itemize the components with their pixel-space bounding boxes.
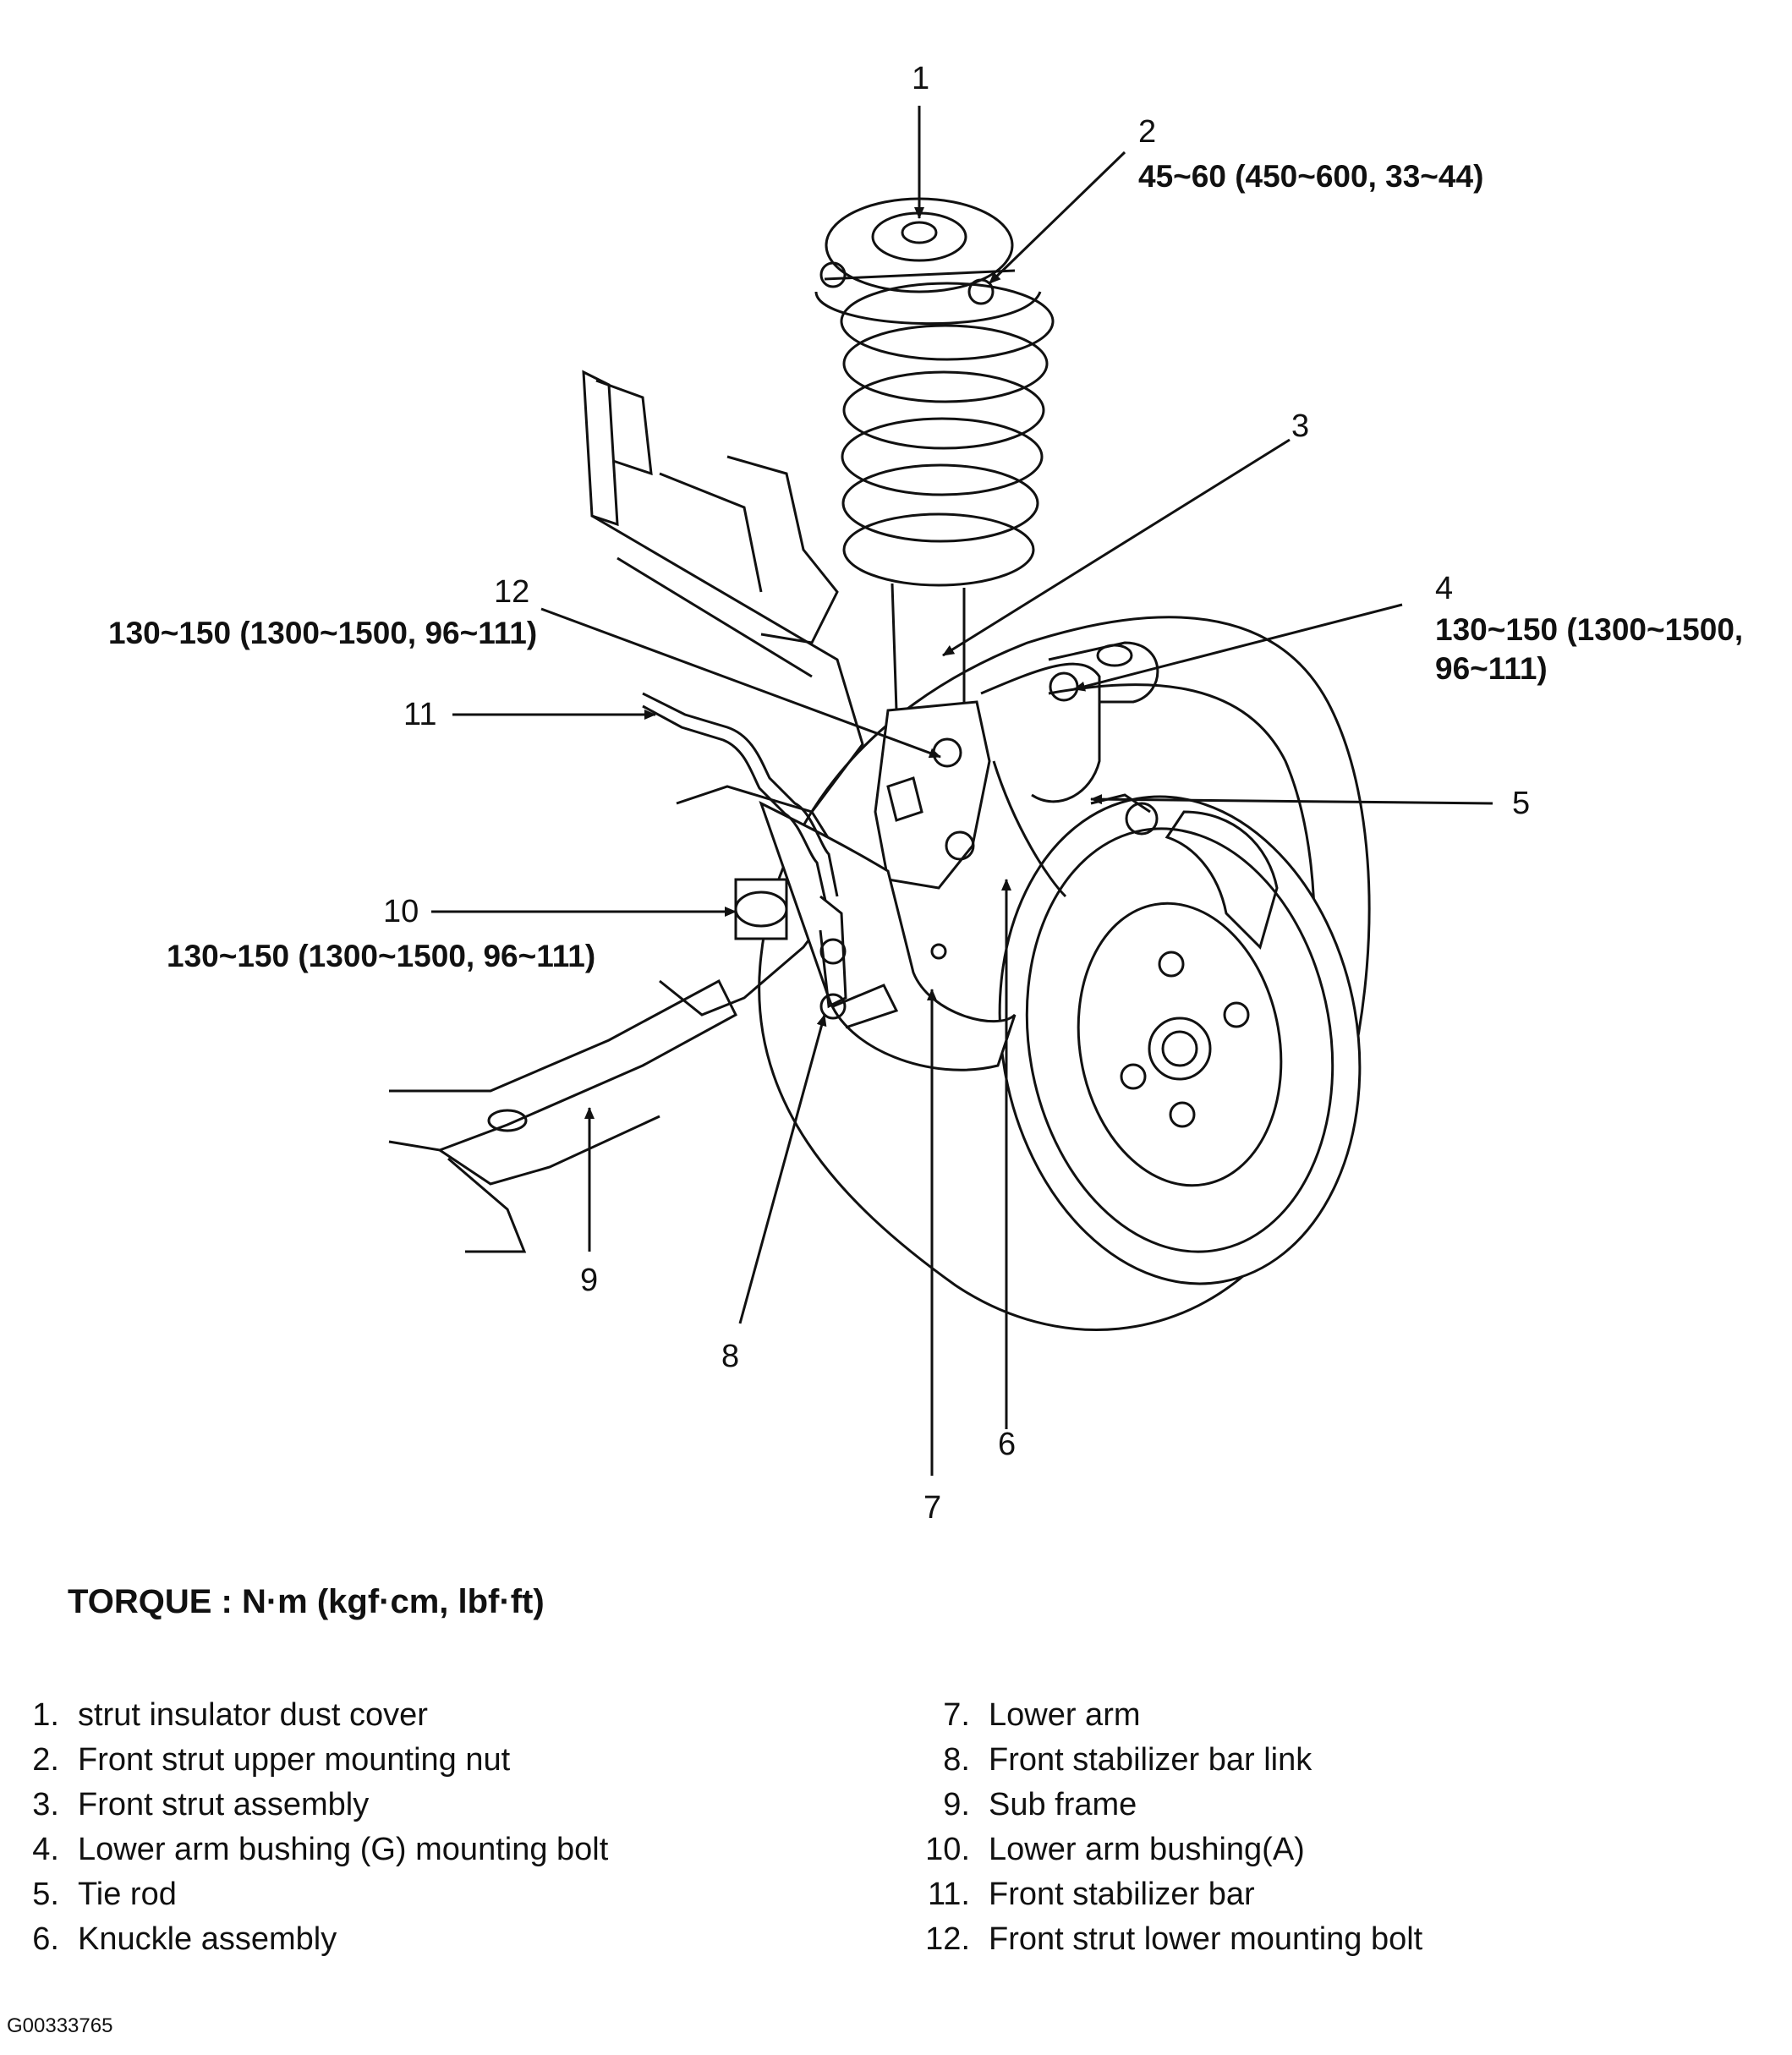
legend-label: Lower arm bushing(A) (989, 1832, 1305, 1867)
knuckle-lower-arm (759, 641, 1159, 1071)
callout-4: 4 (1435, 571, 1454, 606)
legend-label: Lower arm bushing (G) mounting bolt (78, 1832, 609, 1867)
legend-item: 4. Lower arm bushing (G) mounting bolt (0, 1828, 608, 1872)
legend-label: Knuckle assembly (78, 1921, 337, 1957)
legend-item: 8. Front stabilizer bar link (907, 1738, 1422, 1783)
legend-label: Sub frame (989, 1787, 1137, 1822)
legend-left: 1. strut insulator dust cover 2. Front str… (0, 1693, 608, 1962)
legend-label: Front strut lower mounting bolt (989, 1921, 1423, 1957)
legend-number: 7. (943, 1697, 970, 1733)
legend-number: 3. (32, 1787, 59, 1822)
legend-item: 1. strut insulator dust cover (0, 1693, 608, 1738)
callout-12: 12 (494, 574, 530, 610)
legend-item: 7. Lower arm (907, 1693, 1422, 1738)
callout-2: 2 (1138, 114, 1157, 150)
callout-6: 6 (998, 1427, 1017, 1462)
leader-4 (1073, 603, 1403, 692)
torque-spec-12: 130~150 (1300~1500, 96~111) (108, 616, 538, 650)
legend-number: 8. (943, 1742, 970, 1778)
callout-5: 5 (1512, 786, 1531, 821)
torque-spec-2: 45~60 (450~600, 33~44) (1138, 159, 1484, 194)
legend-number: 1. (32, 1697, 59, 1733)
leader-5 (1090, 794, 1493, 805)
figure-id: G00333765 (7, 2014, 113, 2037)
callout-7: 7 (923, 1490, 942, 1526)
legend-number: 10. (925, 1832, 970, 1867)
callout-3: 3 (1291, 408, 1310, 444)
legend-label: Front strut assembly (78, 1787, 370, 1822)
legend-label: Lower arm (989, 1697, 1141, 1733)
sub-frame (388, 370, 864, 1253)
legend-label: Front stabilizer bar (989, 1877, 1255, 1912)
torque-spec-4: 130~150 (1300~1500, 96~111) (1435, 612, 1744, 686)
legend-number: 5. (32, 1877, 59, 1912)
legend-number: 6. (32, 1921, 59, 1957)
legend-item: 11. Front stabilizer bar (907, 1872, 1422, 1917)
legend-label: Front strut upper mounting nut (78, 1742, 511, 1778)
legend-right: 7.Lower arm 8.Front stabilizer bar link … (907, 1693, 1422, 1962)
callout-9: 9 (580, 1263, 599, 1298)
legend-item: 9. Sub frame (907, 1783, 1422, 1828)
legend-label: Front stabilizer bar link (989, 1742, 1312, 1778)
stabilizer-bar (642, 692, 899, 1029)
legend-number: 2. (32, 1742, 59, 1778)
legend-item: 3. Front strut assembly (0, 1783, 608, 1828)
legend-number: 9. (943, 1787, 970, 1822)
leader-8 (738, 1014, 827, 1324)
leader-2 (988, 151, 1126, 285)
legend-item: 12. Front strut lower mounting bolt (907, 1917, 1422, 1962)
legend-item: 6. Knuckle assembly (0, 1917, 608, 1962)
legend-item: 5. Tie rod (0, 1872, 608, 1917)
legend-number: 11. (927, 1877, 970, 1912)
strut-assembly (814, 197, 1055, 890)
legend-item: 10. Lower arm bushing(A) (907, 1828, 1422, 1872)
callout-1: 1 (912, 61, 930, 96)
callout-11: 11 (403, 697, 437, 732)
torque-unit-heading: TORQUE : N·m (kgf·cm, lbf·ft) (68, 1583, 545, 1620)
legend-label: strut insulator dust cover (78, 1697, 428, 1733)
legend-number: 4. (32, 1832, 59, 1867)
legend-number: 12. (925, 1921, 970, 1957)
leader-3 (942, 438, 1291, 657)
legend-item: 2. Front strut upper mounting nut (0, 1738, 608, 1783)
torque-spec-10: 130~150 (1300~1500, 96~111) (167, 939, 596, 973)
callout-8: 8 (721, 1339, 740, 1374)
suspension-diagram (388, 106, 1493, 1476)
leader-12 (540, 607, 941, 759)
legend-label: Tie rod (78, 1877, 177, 1912)
leader-lines (431, 106, 1493, 1476)
callout-10: 10 (383, 894, 419, 929)
